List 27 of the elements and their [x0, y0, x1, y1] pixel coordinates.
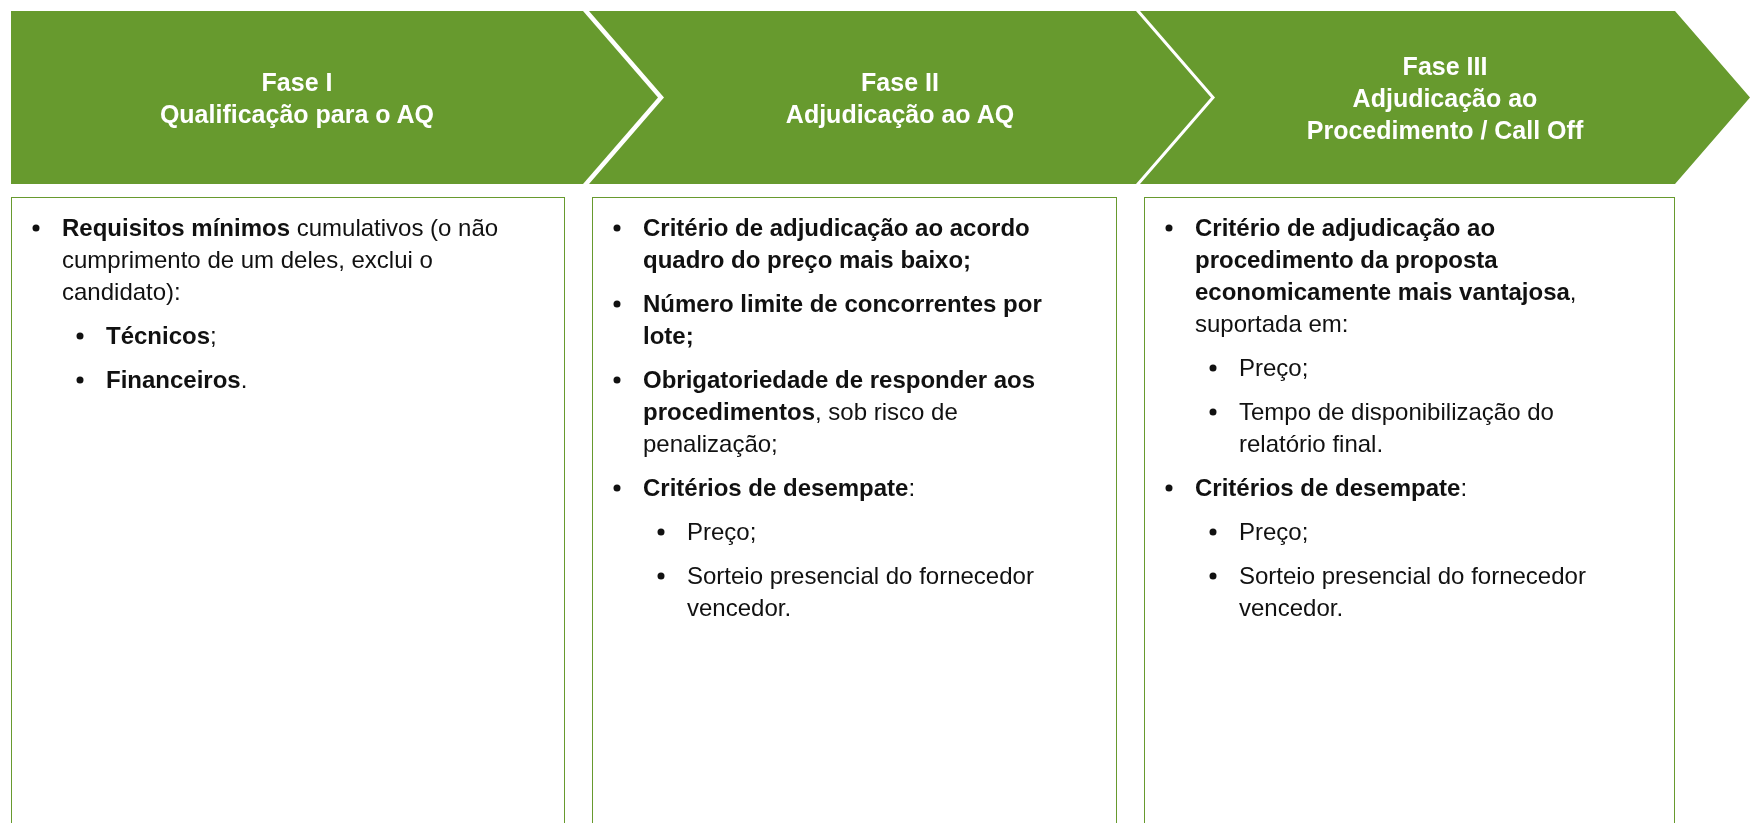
bullet-item: Número limite de concorrentes por lote; [643, 289, 1043, 351]
bullet-item: Requisitos mínimos cumulativos (o não cumprimento de um deles, exclui o candidato): [62, 213, 500, 307]
bullet-item: Critério de adjudicação ao acordo quadro do preço mais baixo; [643, 213, 1031, 275]
text-panel [592, 197, 1117, 823]
bullet-item: Sorteio presencial do fornecedor vencedor. [687, 561, 1035, 623]
bullet-item: Obrigatoriedade de responder aos procedimentos, sob risco de penalização; [643, 365, 1037, 459]
bullet-item: Técnicos; [106, 321, 218, 351]
phase-title: Fase III [1402, 50, 1488, 82]
text-panel [1144, 197, 1675, 823]
bullet-item: Critérios de desempate: [1195, 473, 1469, 503]
phase-title: Adjudicação ao Procedimento / Call Off [1305, 82, 1585, 146]
bullet-item: Sorteio presencial do fornecedor vencedor. [1239, 561, 1587, 623]
bullet-item: Preço; [1239, 353, 1310, 383]
bullet-item: Financeiros. [106, 365, 249, 395]
bullet-item: Preço; [687, 517, 758, 547]
phase-title: Fase II [861, 66, 939, 98]
chevron-banner [11, 11, 658, 184]
bullet-item: Preço; [1239, 517, 1310, 547]
phase-title: Qualificação para o AQ [159, 98, 435, 130]
phase-title: Adjudicação ao AQ [785, 98, 1015, 130]
bullet-item: Critérios de desempate: [643, 473, 917, 503]
bullet-item: Tempo de disponibilização do relatório final. [1239, 397, 1555, 459]
chevron-banner [589, 11, 1211, 184]
chevron-banner [1140, 11, 1750, 184]
phase-title: Fase I [261, 66, 333, 98]
bullet-item: Critério de adjudicação ao procedimento da proposta economicamente mais vantajosa, suportada em: [1195, 213, 1578, 339]
text-panel [11, 197, 565, 823]
